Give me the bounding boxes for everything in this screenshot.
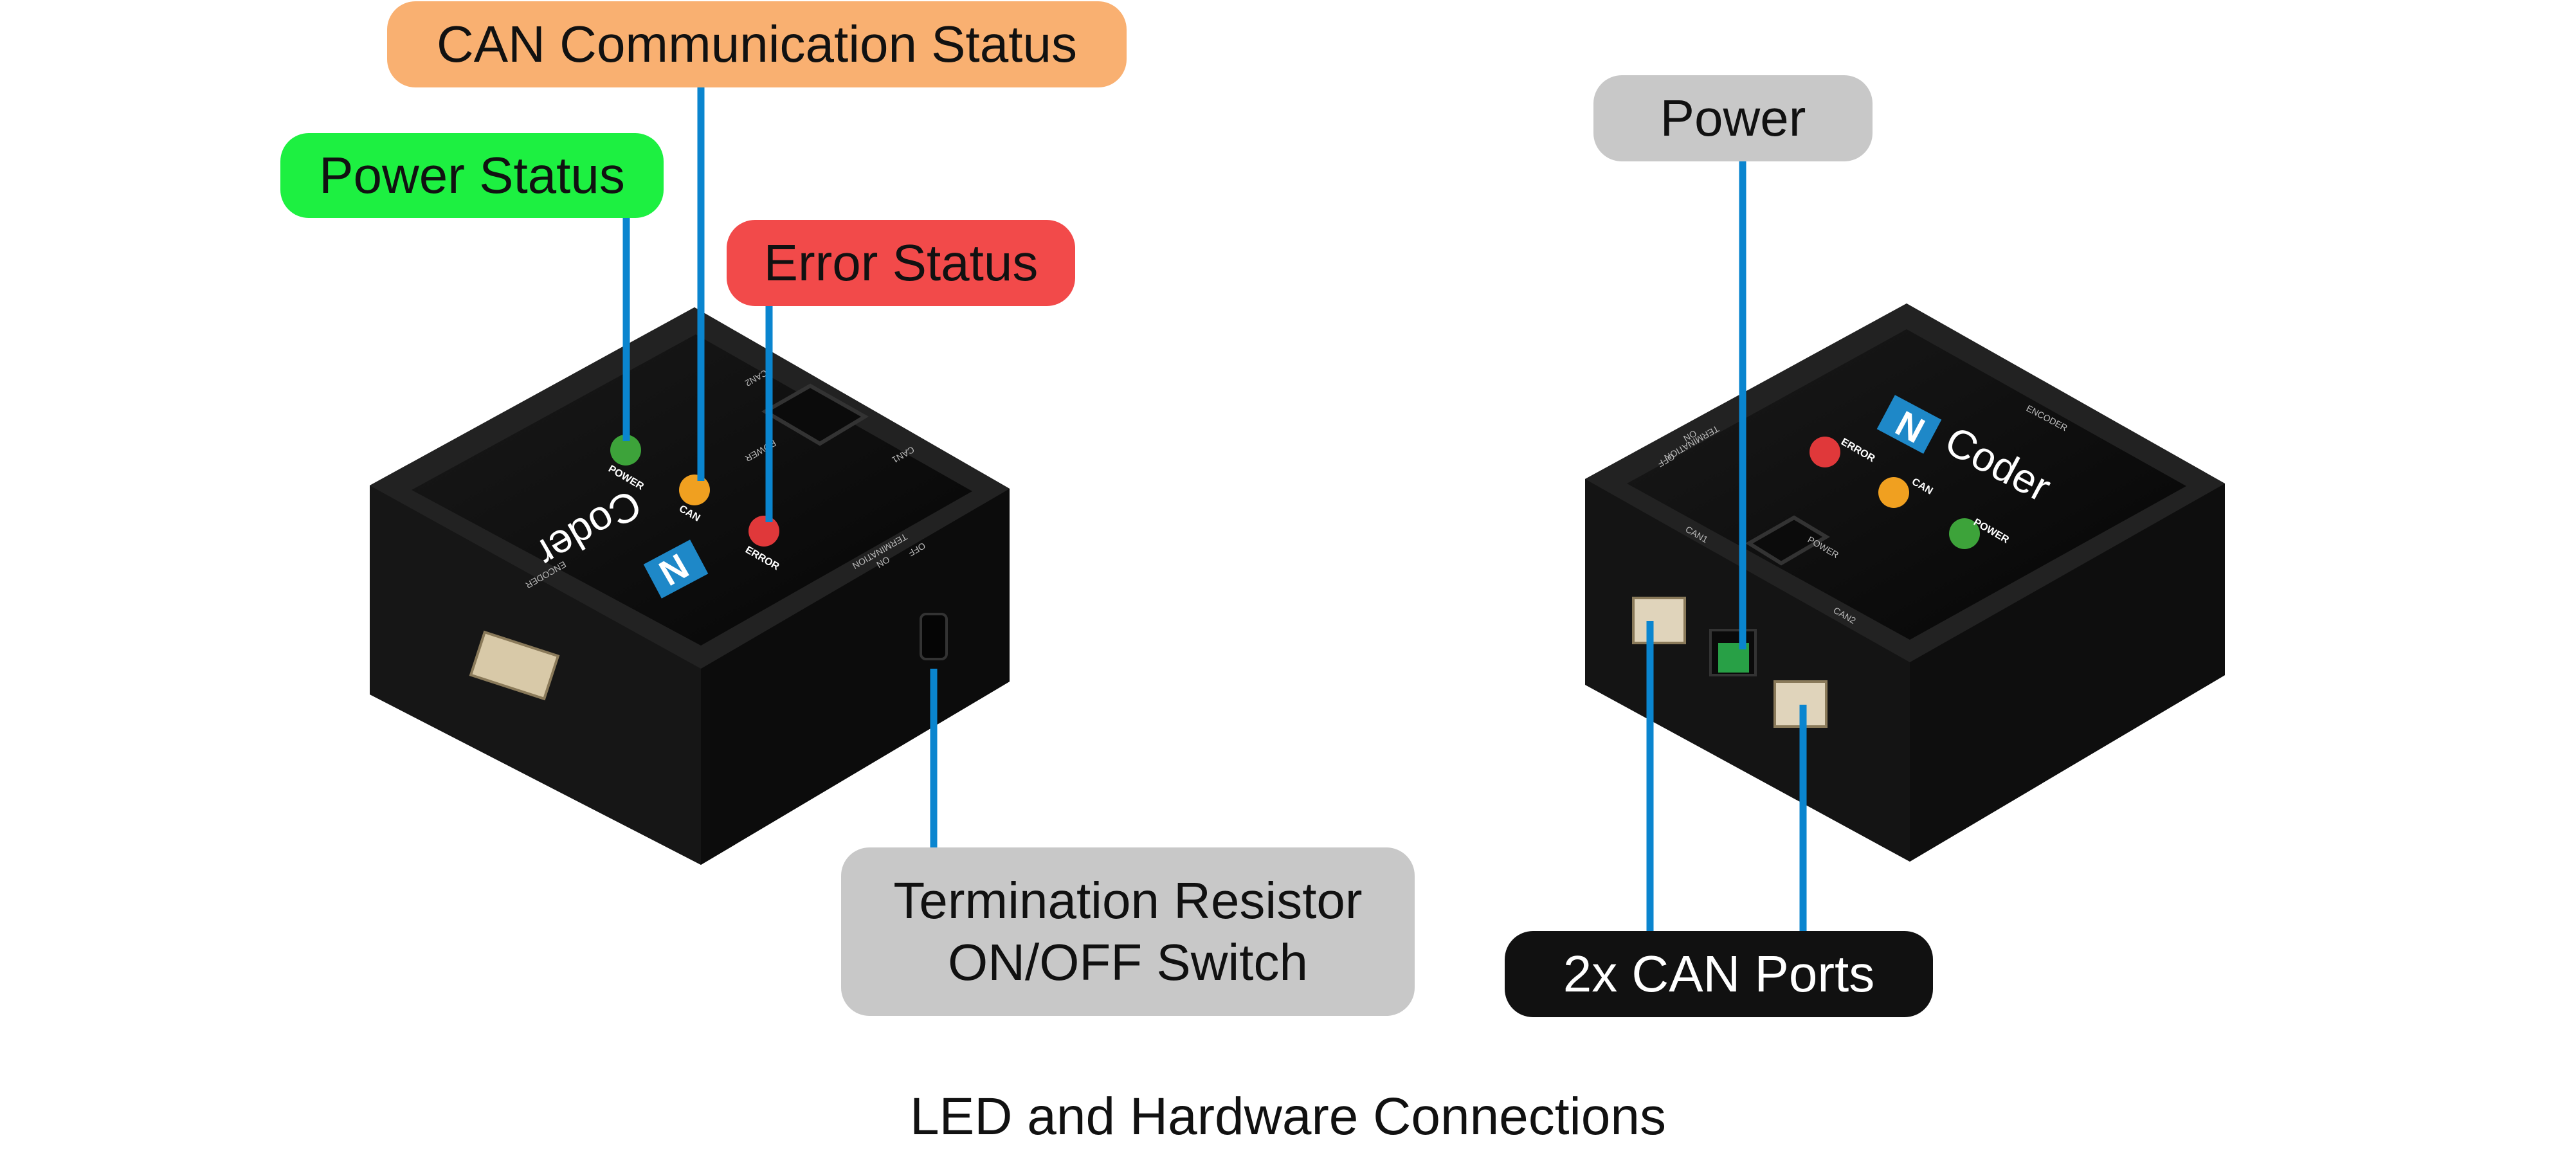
power-callout: Power — [1593, 75, 1873, 161]
termination-switch-label: Termination Resistor ON/OFF Switch — [893, 872, 1363, 991]
logo-badge-right — [1876, 395, 1942, 454]
termination-switch — [920, 613, 948, 660]
can-communication-status-callout: CAN Communication Status — [387, 1, 1127, 87]
device-left: POWER CAN ERROR N Coder ENCODER CAN1 CAN… — [370, 307, 1010, 865]
error-led-right — [1810, 437, 1840, 467]
power-led-right — [1949, 518, 1980, 549]
leader-lines — [622, 87, 1807, 931]
encoder-connector-left — [469, 630, 560, 701]
power-connector-left — [761, 383, 869, 446]
diagram-caption: LED and Hardware Connections — [910, 1087, 1666, 1146]
can-led-right — [1878, 477, 1909, 508]
termination-switch-callout: Termination Resistor ON/OFF Switch — [841, 847, 1415, 1016]
can-led-left — [679, 475, 710, 505]
can-communication-status-label: CAN Communication Status — [437, 15, 1077, 73]
can1-port-right — [1632, 597, 1686, 644]
device-right: ERROR CAN POWER N Coder ENCODER TERMINAT… — [1585, 303, 2225, 862]
power-label: Power — [1660, 89, 1806, 147]
error-status-label: Error Status — [763, 234, 1039, 291]
power-status-label: Power Status — [319, 147, 625, 204]
logo-badge-left — [643, 539, 709, 599]
can-ports-callout: 2x CAN Ports — [1505, 931, 1933, 1017]
power-led-left — [610, 435, 641, 466]
error-led-left — [748, 516, 779, 547]
can-ports-label: 2x CAN Ports — [1563, 945, 1875, 1002]
error-status-callout: Error Status — [727, 220, 1075, 306]
power-status-callout: Power Status — [280, 133, 664, 218]
